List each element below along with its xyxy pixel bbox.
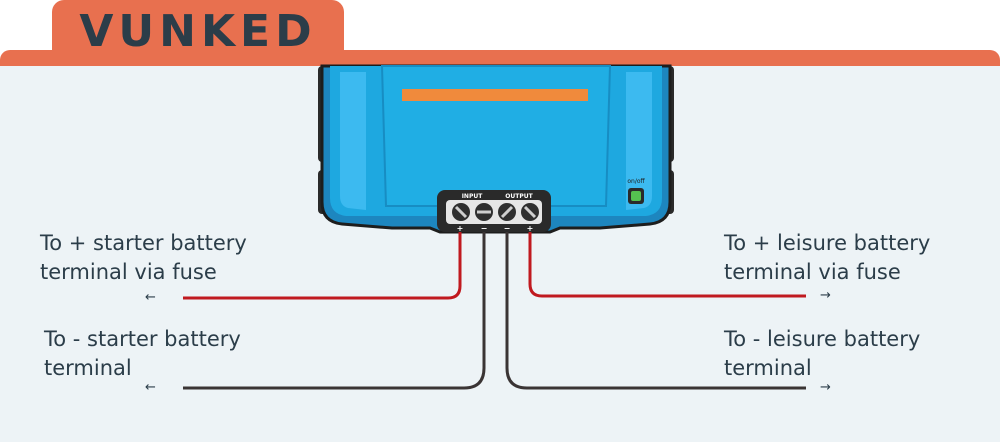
onoff-label: on/off: [627, 178, 645, 185]
center-panel: [380, 65, 612, 207]
left-bevel: [340, 72, 366, 210]
leisure-negative-arrow: →: [820, 380, 831, 395]
leisure-positive-arrow: →: [820, 288, 831, 303]
terminal-sign-3: −: [504, 224, 511, 233]
terminal-sign-4: +: [527, 224, 534, 233]
starter-positive-wire: [183, 232, 462, 300]
orange-stripe: [402, 89, 588, 101]
terminal-sign-1: +: [457, 224, 464, 233]
brand-logo-tab: VUNKED: [52, 0, 344, 66]
terminal-screw-1: [452, 203, 470, 221]
input-label: INPUT: [462, 193, 484, 200]
leisure-positive-label: To + leisure battery terminal via fuse: [724, 231, 931, 284]
leisure-negative-label: To - leisure battery terminal: [724, 327, 921, 380]
terminal-strip: [446, 200, 542, 224]
leisure-negative-wire: [505, 232, 806, 390]
terminal-sign-2: −: [481, 224, 488, 233]
terminal-screw-4: [521, 203, 539, 221]
starter-negative-wire: [183, 232, 486, 390]
starter-positive-label: To + starter battery terminal via fuse: [40, 231, 247, 284]
starter-positive-arrow: ←: [145, 290, 156, 305]
terminal-screw-2: [475, 203, 493, 221]
onoff-button[interactable]: [631, 191, 641, 201]
leisure-positive-wire: [528, 232, 806, 298]
terminal-screw-3: [498, 203, 516, 221]
starter-negative-label: To - starter battery terminal: [44, 327, 241, 380]
starter-negative-arrow: ←: [145, 380, 156, 395]
output-label: OUTPUT: [505, 193, 533, 200]
right-bevel: [626, 72, 652, 210]
brand-logo: VUNKED: [79, 6, 317, 57]
